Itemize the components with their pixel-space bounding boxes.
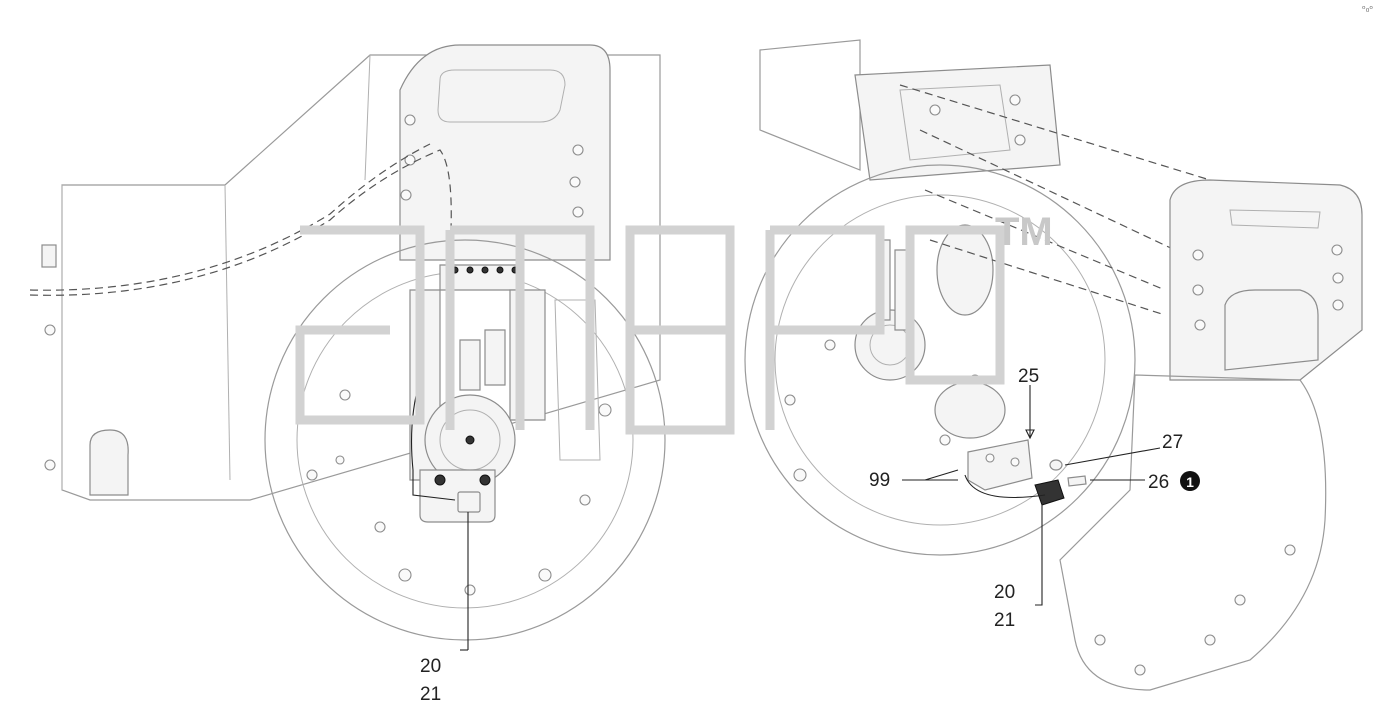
right-assembly-view — [744, 39, 1363, 691]
callout-99: 99 — [869, 470, 890, 491]
note-marker-number: 1 — [1186, 474, 1194, 490]
callout-25: 25 — [1018, 366, 1039, 387]
watermark-tm: TM — [995, 210, 1053, 254]
callout-27: 27 — [1162, 432, 1183, 453]
watermark-logo: TM — [295, 210, 1053, 435]
callout-left-21: 21 — [420, 684, 441, 705]
left-assembly-view — [29, 44, 666, 651]
callout-right-20: 20 — [994, 582, 1015, 603]
callout-right-21: 21 — [994, 610, 1015, 631]
callout-26: 26 — [1148, 472, 1169, 493]
callout-left-20: 20 — [420, 656, 441, 677]
note-marker-icon — [1180, 471, 1200, 491]
corner-mark: ᵒ₀ᵒ — [1362, 5, 1373, 15]
